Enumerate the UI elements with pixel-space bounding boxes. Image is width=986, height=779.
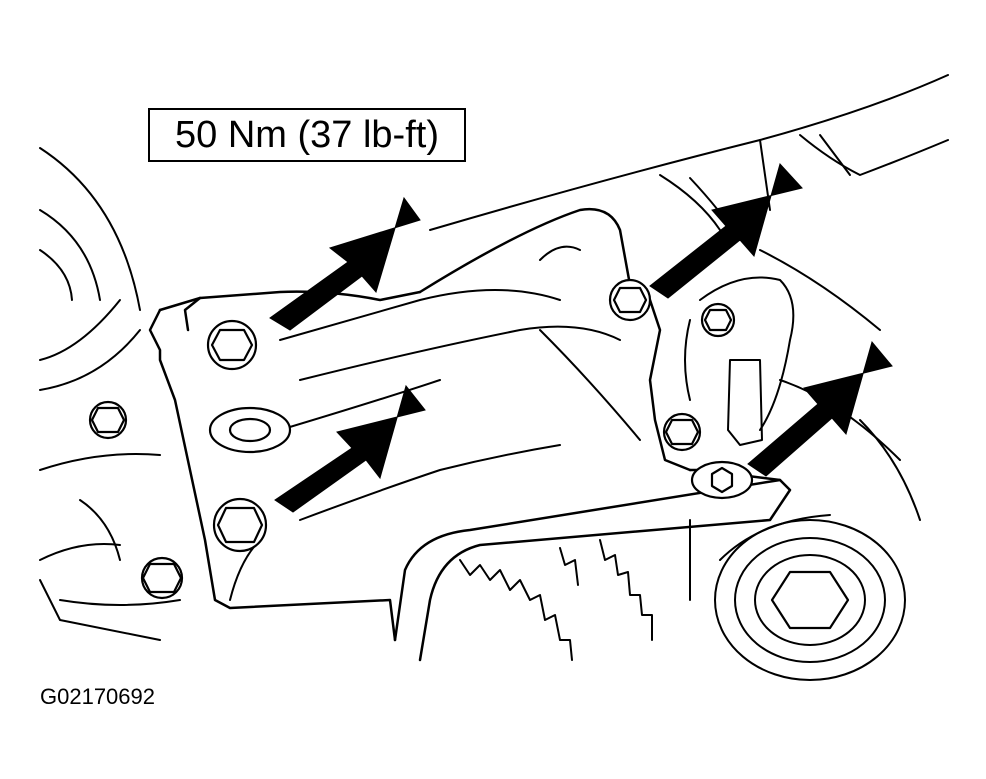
pump-housing bbox=[684, 249, 921, 521]
timing-belt-guard bbox=[393, 468, 792, 662]
bolt-lower-left bbox=[212, 497, 268, 553]
bolt-upper-left bbox=[206, 319, 258, 371]
torque-spec-label: 50 Nm (37 lb-ft) bbox=[148, 108, 466, 162]
bolt-tensioner-torx bbox=[690, 460, 754, 500]
bolt-pump-lower bbox=[662, 412, 702, 452]
timing-belt-teeth bbox=[459, 519, 691, 661]
bolt-tensioner-center bbox=[770, 570, 850, 630]
mounting-bracket bbox=[148, 207, 692, 642]
left-pulley bbox=[39, 147, 141, 391]
bolt-pump-upper bbox=[700, 302, 736, 338]
arrow-middle-left bbox=[274, 384, 426, 513]
bolt-upper-right bbox=[608, 278, 652, 322]
bracket-contours bbox=[229, 245, 641, 601]
engine-cover-outline bbox=[429, 74, 949, 241]
arrow-upper-left bbox=[269, 196, 421, 331]
engine-block-left bbox=[39, 453, 181, 641]
washer-hole-left bbox=[208, 406, 292, 454]
bolt-left-block bbox=[88, 400, 128, 440]
tensioner-pulley bbox=[714, 514, 906, 681]
figure-id: G02170692 bbox=[40, 684, 155, 709]
bolt-left-lower bbox=[140, 556, 184, 600]
arrow-upper-right bbox=[649, 163, 803, 299]
arrow-lower-right bbox=[747, 340, 893, 477]
